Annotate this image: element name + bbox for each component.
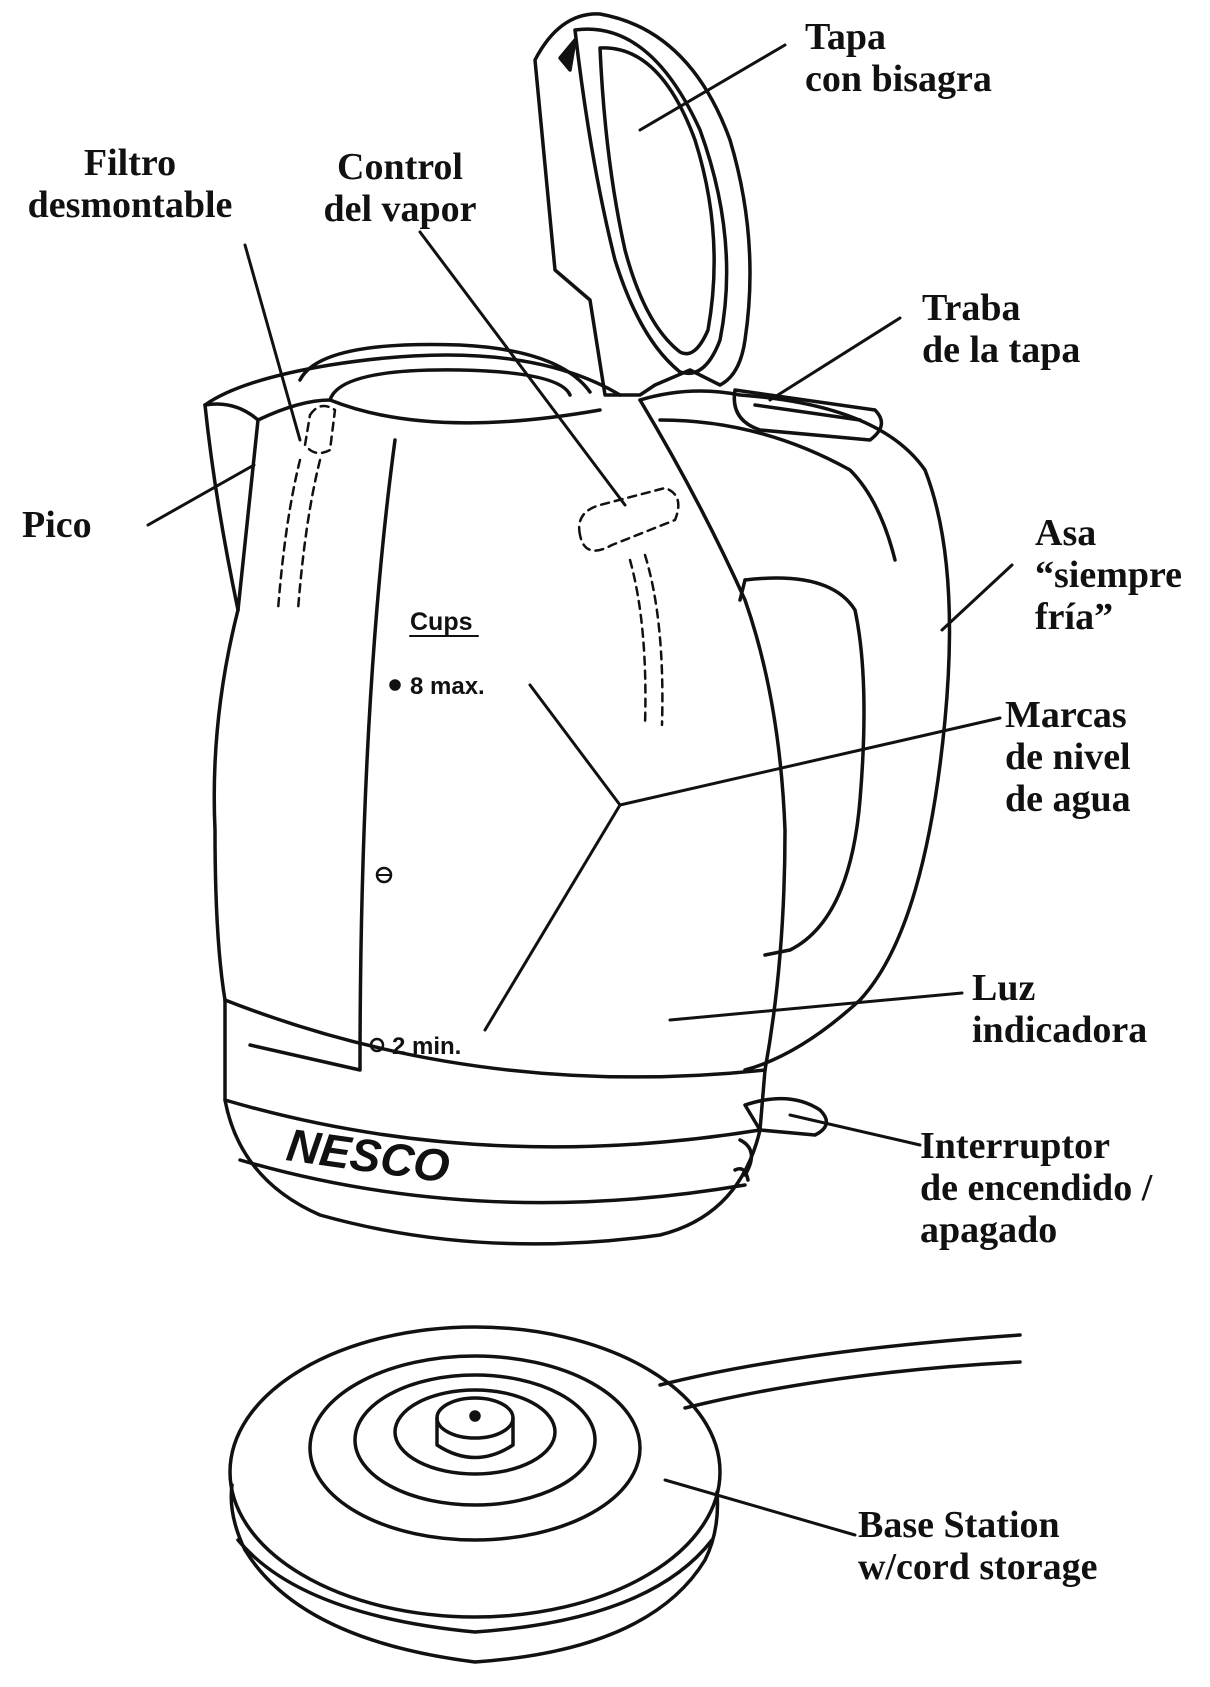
label-line: w/cord storage [858, 1546, 1098, 1588]
leader-luz [668, 991, 964, 1022]
leader-traba [768, 316, 902, 402]
label-line: Traba [922, 287, 1021, 329]
leader-lines [146, 43, 1014, 1537]
label-spout: Pico [22, 504, 92, 546]
leader-control [418, 230, 627, 507]
leader-pico [146, 463, 256, 527]
leader-tapa [638, 43, 787, 132]
label-line: de nivel [1005, 736, 1131, 778]
leader-base [663, 1478, 857, 1537]
nesco-brand-logo: NESCO [284, 1118, 453, 1192]
cups-heading: Cups [410, 608, 473, 636]
min-level-mark: 2 min. [392, 1033, 461, 1060]
max-level-mark: 8 max. [410, 673, 485, 700]
label-line: Marcas [1005, 694, 1127, 736]
label-power-switch: Interruptor de encendido / apagado [920, 1125, 1152, 1251]
label-line: con bisagra [805, 58, 992, 100]
label-removable-filter: Filtro desmontable [10, 142, 250, 226]
label-hinged-lid: Tapa con bisagra [805, 16, 992, 100]
label-line: Filtro [83, 142, 177, 184]
label-line: Asa [1035, 512, 1097, 554]
kettle-body-drawing [203, 342, 952, 1246]
leader-interruptor [788, 1113, 922, 1147]
label-line: Interruptor [920, 1125, 1110, 1167]
label-steam-control: Control del vapor [305, 146, 495, 230]
leader-marcas-upper [528, 683, 1002, 807]
base-station-drawing [228, 1325, 1022, 1664]
label-line: de la tapa [922, 329, 1081, 371]
label-line: “siempre [1035, 554, 1183, 596]
label-line: de agua [1005, 778, 1131, 820]
leader-marcas-lower [483, 803, 622, 1032]
label-line: Base Station [858, 1504, 1060, 1546]
label-line: Tapa [805, 16, 886, 58]
leader-filtro [243, 243, 302, 442]
hinged-lid-drawing [533, 12, 752, 397]
label-line: Pico [22, 504, 92, 546]
label-line: Luz [972, 967, 1036, 1009]
label-line: del vapor [323, 188, 477, 230]
label-indicator-light: Luz indicadora [972, 967, 1147, 1051]
label-cool-touch-handle: Asa “siempre fría” [1035, 512, 1182, 638]
label-line: desmontable [27, 184, 233, 226]
label-water-level-marks: Marcas de nivel de agua [1005, 694, 1131, 820]
label-line: fría” [1035, 596, 1114, 638]
label-line: indicadora [972, 1009, 1148, 1051]
label-line: de encendido / [920, 1167, 1153, 1209]
label-base-station: Base Station w/cord storage [858, 1504, 1098, 1588]
label-lid-latch: Traba de la tapa [922, 287, 1080, 371]
label-line: Control [337, 146, 463, 188]
label-line: apagado [920, 1209, 1058, 1251]
leader-asa [940, 563, 1014, 632]
